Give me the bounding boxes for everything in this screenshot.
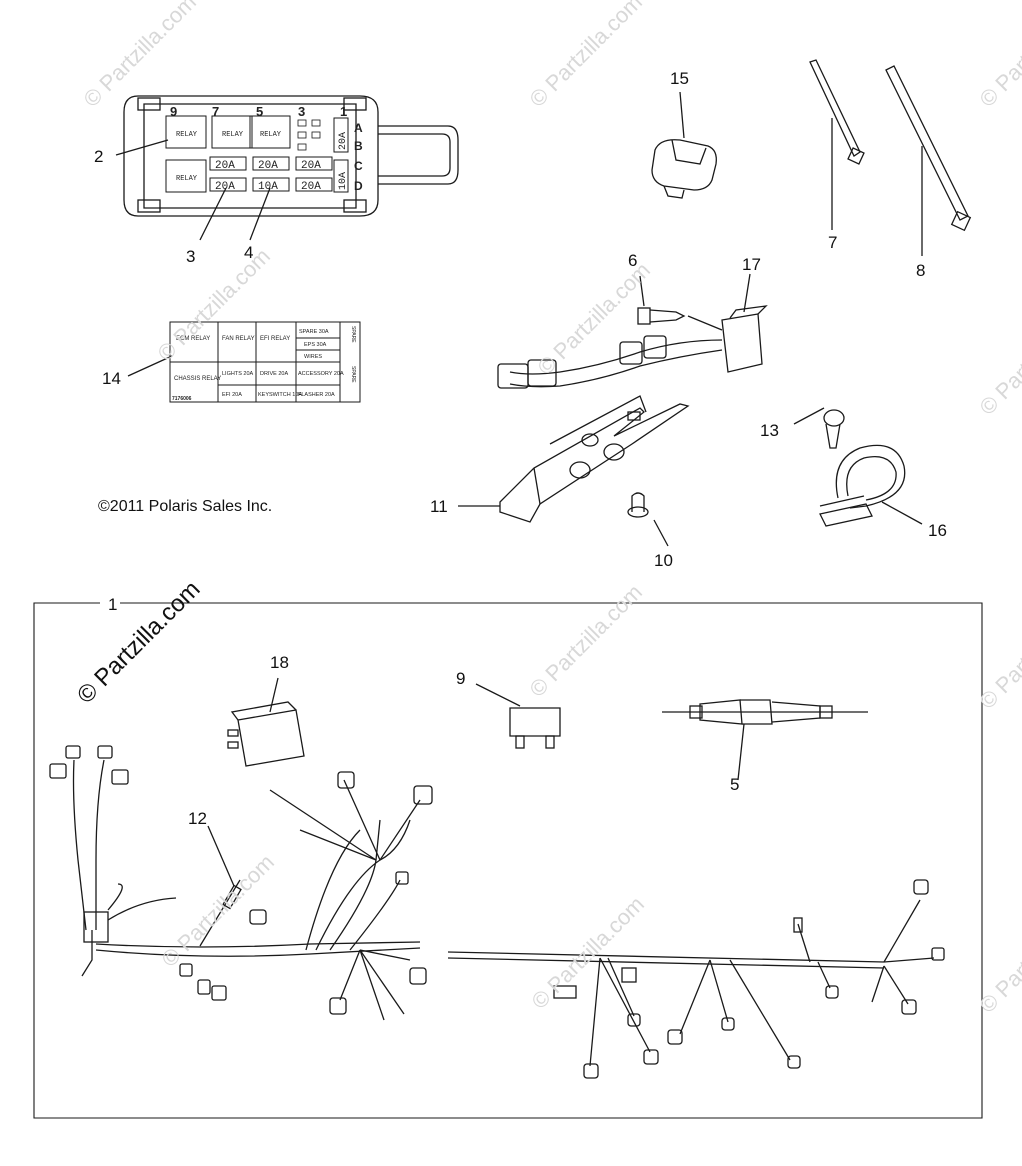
svg-text:EFI RELAY: EFI RELAY <box>260 336 290 342</box>
callout-10: 10 <box>654 551 673 570</box>
svg-text:KEYSWITCH 10A: KEYSWITCH 10A <box>258 392 302 398</box>
svg-text:A: A <box>354 121 363 135</box>
svg-text:D: D <box>354 179 363 193</box>
svg-text:B: B <box>354 139 363 153</box>
cable-tie-8 <box>885 65 972 256</box>
svg-text:CHASSIS RELAY: CHASSIS RELAY <box>174 376 221 382</box>
callout-14: 14 <box>102 369 121 388</box>
callout-5: 5 <box>730 775 740 794</box>
svg-text:20A: 20A <box>215 181 235 193</box>
callout-7: 7 <box>828 233 838 252</box>
svg-text:DRIVE 20A: DRIVE 20A <box>260 371 288 377</box>
svg-text:RELAY: RELAY <box>222 131 244 139</box>
svg-text:10A: 10A <box>338 172 349 190</box>
callout-1: 1 <box>108 595 118 614</box>
circuit-breaker-9 <box>475 683 561 749</box>
bolt-6 <box>637 275 686 325</box>
callout-2: 2 <box>94 147 104 166</box>
callout-13: 13 <box>760 421 779 440</box>
svg-text:SPARE: SPARE <box>350 366 356 383</box>
fuse-label-sticker: ECM RELAY FAN RELAY EFI RELAY SPARE 30A … <box>169 321 361 403</box>
svg-text:LIGHTS 20A: LIGHTS 20A <box>222 371 254 377</box>
svg-text:EFI 20A: EFI 20A <box>222 392 242 398</box>
bracket-11 <box>458 395 690 523</box>
svg-text:20A: 20A <box>258 160 278 172</box>
callout-3: 3 <box>186 247 196 266</box>
screw-13 <box>793 407 845 449</box>
svg-text:RELAY: RELAY <box>176 131 198 139</box>
svg-text:3: 3 <box>298 104 305 119</box>
connector-15 <box>651 91 717 199</box>
svg-text:SPARE 30A: SPARE 30A <box>299 329 329 335</box>
chassis-harness-right <box>447 879 945 1079</box>
inline-fuse-5 <box>662 699 868 781</box>
relay-18 <box>227 677 305 767</box>
callout-18: 18 <box>270 653 289 672</box>
cable-tie-7 <box>809 59 865 230</box>
svg-text:FAN RELAY: FAN RELAY <box>222 336 255 342</box>
callout-6: 6 <box>628 251 638 270</box>
svg-text:SPARE: SPARE <box>350 326 356 343</box>
callout-9: 9 <box>456 669 466 688</box>
svg-text:20A: 20A <box>338 132 349 150</box>
callout-8: 8 <box>916 261 926 280</box>
assembly-box-1 <box>33 602 983 1119</box>
callout-12: 12 <box>188 809 207 828</box>
rivet-10 <box>627 492 669 547</box>
svg-text:5: 5 <box>256 104 263 119</box>
svg-text:WIRES: WIRES <box>304 354 322 360</box>
callout-15: 15 <box>670 69 689 88</box>
clamp-16 <box>819 444 923 527</box>
svg-text:7: 7 <box>212 104 219 119</box>
svg-text:ECM RELAY: ECM RELAY <box>176 336 210 342</box>
svg-text:20A: 20A <box>301 160 321 172</box>
fuse-box: RELAY RELAY RELAY RELAY 20A 20A 20A 20A … <box>123 95 459 217</box>
svg-text:20A: 20A <box>215 160 235 172</box>
callout-4: 4 <box>244 243 254 262</box>
main-harness-12 <box>49 745 433 1021</box>
svg-text:ACCESSORY 20A: ACCESSORY 20A <box>298 371 344 377</box>
svg-text:C: C <box>354 159 363 173</box>
svg-text:RELAY: RELAY <box>260 131 282 139</box>
svg-text:7176006: 7176006 <box>172 396 192 402</box>
svg-text:10A: 10A <box>258 181 278 193</box>
svg-text:FLASHER 20A: FLASHER 20A <box>298 392 335 398</box>
svg-text:9: 9 <box>170 104 177 119</box>
copyright-notice: ©2011 Polaris Sales Inc. <box>98 498 273 515</box>
callout-11: 11 <box>430 497 448 516</box>
svg-text:1: 1 <box>340 104 347 119</box>
callout-16: 16 <box>928 521 947 540</box>
svg-text:EPS 30A: EPS 30A <box>304 342 327 348</box>
svg-text:RELAY: RELAY <box>176 175 198 183</box>
svg-text:20A: 20A <box>301 181 321 193</box>
callout-17: 17 <box>742 255 761 274</box>
harness-17 <box>497 273 768 389</box>
